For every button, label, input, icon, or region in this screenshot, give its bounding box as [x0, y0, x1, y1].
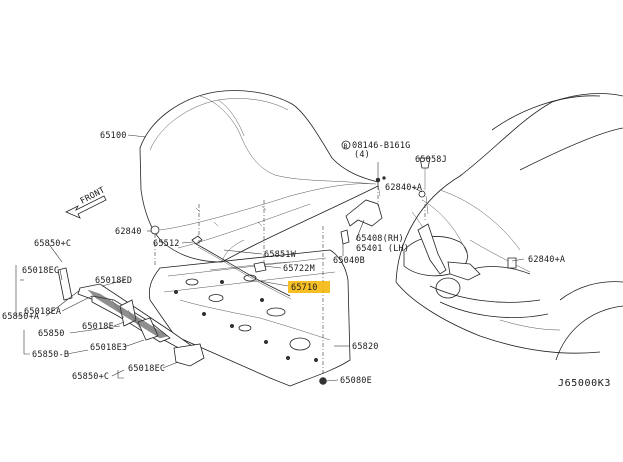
vehicle-front-view	[395, 93, 623, 361]
label-62840: 62840	[115, 227, 142, 237]
bumper-65080e	[319, 377, 327, 385]
label-65058j: 65058J	[415, 155, 447, 165]
label-62840-plus-a-2: 62840+A	[528, 255, 565, 265]
label-08146: B 08146-B161G (4)	[341, 140, 411, 160]
highlight-65710	[288, 281, 330, 293]
alignment-guides	[154, 186, 426, 376]
label-65100: 65100	[100, 131, 127, 141]
label-08146-qty: (4)	[354, 150, 370, 160]
seal-65722m	[253, 261, 267, 273]
svg-text:B: B	[344, 142, 348, 150]
label-65850-plus-a: 65850+A	[2, 312, 39, 322]
label-65018ec-2: 65018EC	[128, 364, 165, 374]
label-65018ea: 65018EA	[24, 307, 61, 317]
label-65080e: 65080E	[340, 376, 372, 386]
leader-lines	[15, 134, 525, 382]
label-65851w: 65851W	[264, 250, 297, 260]
part-labels: 65100 62840 65512 65851W 65722M 65710 65…	[2, 131, 611, 389]
label-65850-plus-c: 65850+C	[34, 239, 71, 249]
hood-stay-clip-65512	[191, 235, 203, 245]
label-65850: 65850	[38, 329, 65, 339]
label-65018e3: 65018E3	[90, 343, 127, 353]
hood-weatherstrip	[195, 243, 291, 297]
label-65710: 65710	[291, 283, 318, 293]
cowl-top-cover	[57, 267, 205, 367]
label-65850-plus-c-2: 65850+C	[72, 372, 109, 382]
label-08146-text: 08146-B161G	[352, 141, 411, 151]
diagram-code: J65000K3	[558, 378, 611, 389]
hood-bumper-62840	[150, 225, 160, 235]
front-direction-indicator: FRONT	[65, 185, 107, 219]
hood-lock-65040b	[340, 229, 350, 245]
label-65850-b: 65850-B	[32, 350, 69, 360]
label-65018ed: 65018ED	[95, 276, 132, 286]
label-65018e: 65018E	[82, 322, 114, 332]
hood-hinge	[345, 199, 383, 227]
label-65401: 65401 (LH)	[356, 244, 409, 254]
label-65512: 65512	[153, 239, 180, 249]
hood-insulator	[148, 249, 351, 387]
label-65820: 65820	[352, 342, 379, 352]
label-65722m: 65722M	[283, 264, 315, 274]
label-65040b: 65040B	[333, 256, 365, 266]
label-65408: 65408(RH)	[356, 234, 404, 244]
label-65018ec: 65018EC	[22, 266, 59, 276]
label-62840-plus-a: 62840+A	[385, 183, 422, 193]
front-label: FRONT	[79, 185, 107, 206]
hood-panel	[139, 90, 379, 263]
